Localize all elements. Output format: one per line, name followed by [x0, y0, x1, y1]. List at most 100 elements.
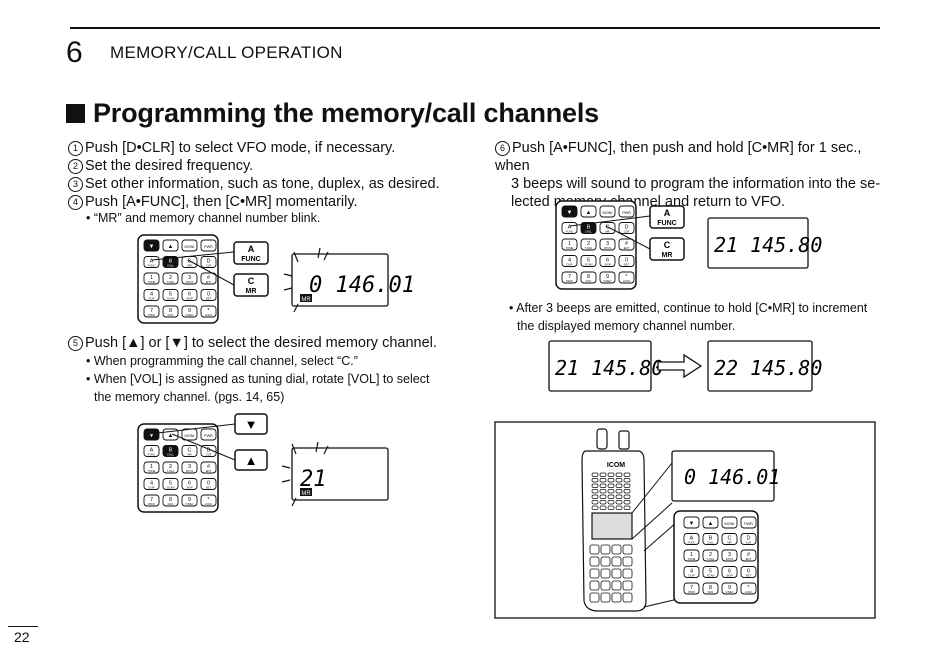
radio-key	[622, 556, 633, 567]
keypad-key	[599, 255, 616, 267]
keypad-key-sublabel: SCAN	[585, 263, 593, 267]
func-key: A FUNC	[233, 241, 269, 265]
lcd-display	[291, 253, 389, 307]
keypad-key-sublabel: FUNC	[688, 541, 696, 545]
keypad-key-label: PWR	[622, 211, 631, 215]
keypad-key-label: 5	[169, 292, 172, 298]
keypad-key-sublabel: TONE	[566, 246, 574, 250]
keypad-key-sublabel: FUNC	[566, 230, 574, 234]
pointer-line	[148, 423, 236, 435]
keypad-key-sublabel: CALL	[167, 453, 174, 457]
keypad-key-label: 0	[207, 292, 210, 298]
keypad-key	[200, 478, 217, 490]
keypad-key	[561, 255, 578, 267]
keypad-key-label: 3	[606, 241, 609, 247]
speaker-slot	[623, 505, 631, 510]
radio-key	[622, 568, 633, 579]
keypad-key	[200, 256, 217, 268]
step-number: 4	[68, 195, 83, 210]
keypad-key	[143, 478, 160, 490]
mr-indicator-label: MR	[301, 297, 311, 303]
svg-text:MR: MR	[662, 252, 673, 259]
keypad-key-label: ▲	[168, 433, 174, 439]
pointer-line	[171, 433, 236, 461]
keypad-key	[683, 549, 700, 562]
radio-key	[611, 556, 622, 567]
keypad-key-sublabel: MR	[727, 541, 731, 545]
step-text: 3 beeps will sound to program the inform…	[511, 176, 881, 192]
keypad-key-label: PWR	[744, 522, 753, 526]
radio-key	[622, 580, 633, 591]
section-title-text: Programming the memory/call channels	[93, 98, 599, 128]
speaker-slot	[599, 478, 607, 483]
svg-text:MR: MR	[246, 288, 257, 295]
radio-key	[589, 592, 600, 603]
lcd-readout: 0 146.01	[309, 273, 415, 298]
page-number: 22	[14, 629, 30, 645]
keypad-key-label: 8	[169, 308, 172, 314]
step-text: Push [▲] or [▼] to select the desired me…	[85, 335, 437, 351]
step-text: Push [A•FUNC], then [C•MR] momentarily.	[85, 194, 358, 210]
keypad-key-sublabel: TONE	[688, 557, 696, 561]
keypad-key-label: #	[207, 275, 211, 281]
lcd-display	[671, 450, 775, 502]
step-text: Set the desired frequency.	[85, 158, 254, 174]
keypad-key-sublabel: SET	[206, 297, 212, 301]
step-number: 1	[68, 141, 83, 156]
keypad-key-sublabel: DTCS	[186, 469, 194, 473]
keypad-key-label: ▲	[708, 521, 714, 527]
speaker-slot	[607, 478, 615, 483]
keypad-key	[580, 205, 597, 218]
keypad-key-label: 7	[150, 497, 153, 503]
keypad-key	[721, 549, 738, 562]
notes-step6: • After 3 beeps are emitted, continue to…	[509, 299, 889, 335]
keypad-key	[702, 533, 719, 545]
keypad-key-label: 0	[747, 569, 750, 575]
keypad-key-label: C	[188, 259, 192, 265]
keypad-key	[702, 582, 719, 595]
keypad-key-sublabel: TONE	[148, 280, 156, 284]
speaker-slot	[599, 483, 607, 488]
keypad-key-label: A	[150, 448, 154, 454]
keypad-key-label: 8	[169, 497, 172, 503]
keypad-key-label: 1	[150, 275, 153, 281]
speaker-slot	[591, 489, 599, 494]
keypad-key-sublabel: DUP	[567, 263, 573, 267]
keypad-key	[162, 272, 179, 285]
keypad-key-sublabel: PRIO	[566, 279, 574, 283]
keypad-key-label: MONI	[603, 211, 613, 215]
keypad-key	[740, 533, 757, 545]
keypad-key-sublabel: T-SQL	[166, 469, 175, 473]
svg-text:C: C	[664, 240, 671, 250]
arrow-right-icon	[657, 353, 703, 379]
keypad-key-label: 5	[587, 258, 590, 264]
keypad-key-sublabel: V/MHz	[185, 502, 194, 506]
keypad-key-sublabel: CLR	[206, 453, 212, 457]
speaker-slot	[615, 478, 623, 483]
step-number: 2	[68, 159, 83, 174]
callout-line	[631, 502, 673, 540]
keypad-key	[162, 478, 179, 490]
keypad-key-label: 6	[188, 292, 191, 298]
keypad-key	[181, 494, 198, 507]
chapter-number: 6	[66, 36, 83, 69]
keypad-key	[143, 305, 160, 318]
keypad-key	[162, 256, 179, 268]
keypad-key-sublabel: MR	[605, 230, 609, 234]
lcd-display	[548, 340, 652, 392]
keypad-key-label: 3	[188, 464, 191, 470]
keypad-key-label: 4	[568, 258, 571, 264]
keypad-key	[143, 428, 160, 441]
callout-line	[631, 462, 673, 514]
step-number: 6	[495, 141, 510, 156]
keypad-key-label: ▼	[567, 210, 573, 216]
step-text: Push [A•FUNC], then push and hold [C•MR]…	[495, 140, 862, 174]
keypad-key-label: 4	[690, 569, 693, 575]
keypad-key-sublabel: MR	[187, 453, 191, 457]
keypad-key	[721, 516, 738, 529]
keypad-key	[181, 239, 198, 252]
